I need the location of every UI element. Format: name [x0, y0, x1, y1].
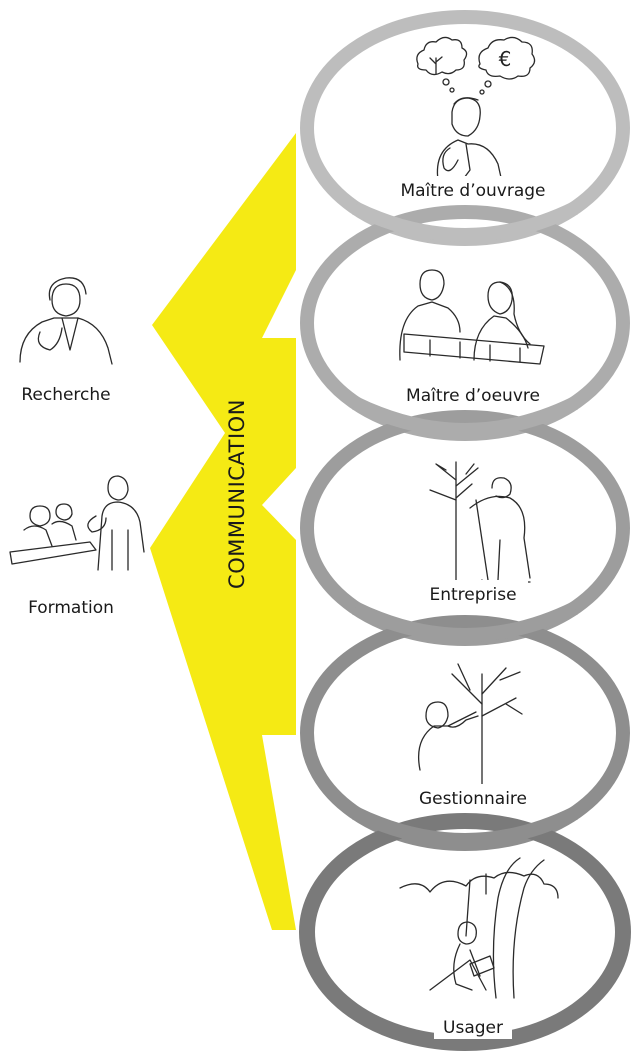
ring-interlock-4 [351, 806, 579, 847]
ring-interlock-2 [351, 396, 579, 437]
ring-interlock-3 [351, 601, 579, 642]
euro-thought-icon: € [478, 36, 536, 95]
ring-label-maitre-ouvrage: Maître d’ouvrage [400, 181, 545, 201]
ring-label-usager: Usager [443, 1018, 503, 1038]
ring-label-bg-3 [418, 580, 528, 606]
ring-label-bg-2 [398, 381, 548, 407]
ring-label-bg-4 [410, 784, 536, 810]
communication-label: COMMUNICATION [225, 399, 249, 589]
teacher-students-icon [9, 475, 145, 571]
person-phoning-icon [19, 277, 113, 365]
ring-usager [299, 813, 631, 1051]
person-pruning-tree-icon [417, 663, 523, 785]
ring-label-gestionnaire: Gestionnaire [419, 789, 527, 809]
two-people-reviewing-plan-icon [399, 269, 545, 365]
ring-label-bg-1 [393, 176, 553, 202]
euro-symbol: € [499, 47, 512, 71]
ring-label-entreprise: Entreprise [429, 585, 516, 605]
communication-bolt [150, 133, 296, 930]
worker-planting-tree-icon [429, 461, 531, 593]
person-reading-under-tree-icon [399, 857, 559, 999]
ring-label-maitre-oeuvre: Maître d’oeuvre [406, 386, 540, 406]
tree-thought-icon [416, 36, 468, 93]
ring-gestionnaire [300, 615, 630, 851]
thinking-man-icon [436, 97, 503, 183]
side-label-recherche: Recherche [21, 385, 110, 405]
ring-label-bg-5 [434, 1013, 512, 1039]
side-label-formation: Formation [28, 598, 114, 618]
ring-interlock-1 [351, 201, 579, 242]
